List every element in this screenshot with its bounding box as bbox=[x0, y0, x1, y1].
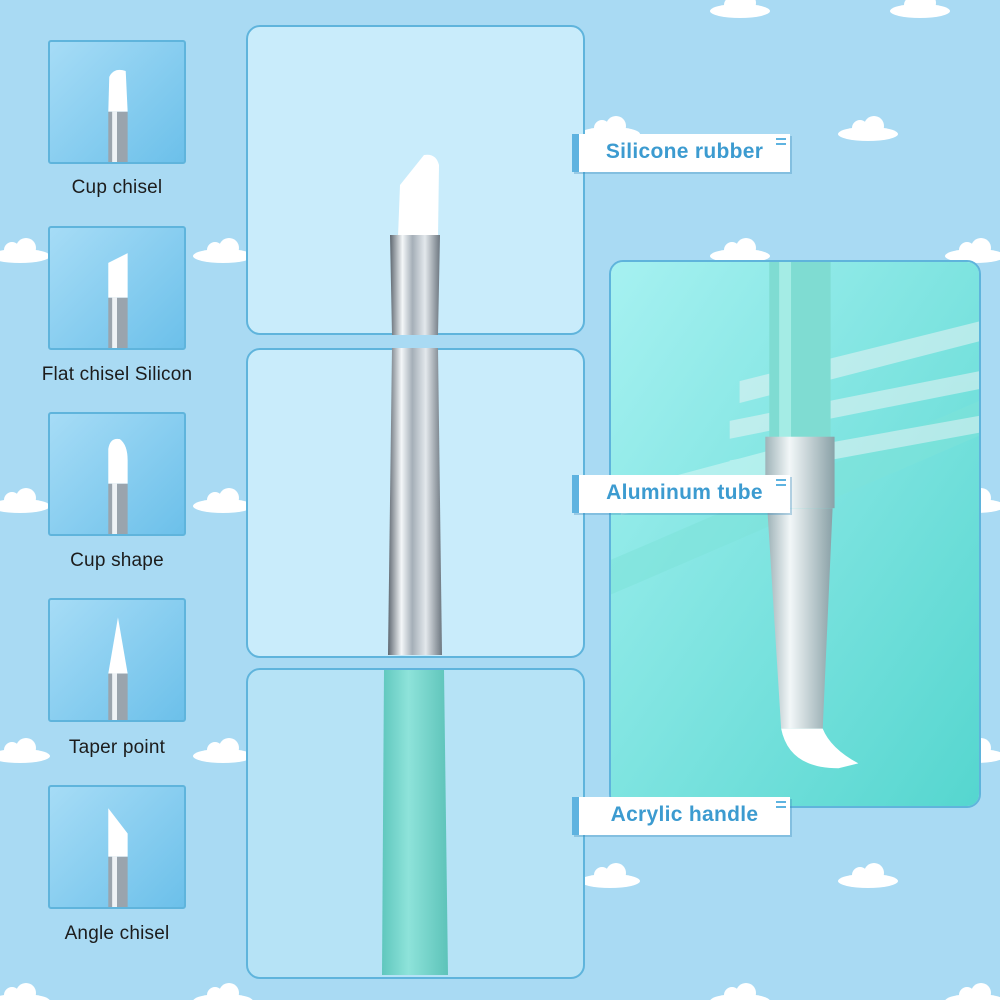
tip-label: Cup shape bbox=[70, 550, 164, 571]
tip-label: Cup chisel bbox=[71, 177, 163, 198]
label-text: Aluminum tube bbox=[606, 481, 763, 504]
flat-chisel-tip-icon bbox=[108, 253, 128, 348]
tip-thumbnail-angle-chisel bbox=[48, 785, 186, 909]
tip-thumbnail-cup-shape bbox=[48, 412, 186, 536]
angle-chisel-tip-icon bbox=[108, 808, 128, 907]
brush-set-photo bbox=[609, 260, 981, 808]
label-acrylic-handle: Acrylic handle bbox=[572, 797, 790, 835]
label-text: Acrylic handle bbox=[610, 803, 759, 826]
tip-thumbnail-flat-chisel bbox=[48, 226, 186, 350]
detail-panel-acrylic bbox=[246, 668, 585, 979]
detail-panel-silicone bbox=[246, 25, 585, 335]
label-aluminum-tube: Aluminum tube bbox=[572, 475, 790, 513]
tip-label: Angle chisel bbox=[64, 923, 170, 944]
tip-thumbnail-taper-point bbox=[48, 598, 186, 722]
cup-chisel-tip-icon bbox=[108, 69, 128, 162]
label-silicone-rubber: Silicone rubber bbox=[572, 134, 790, 172]
cup-shape-tip-icon bbox=[108, 438, 128, 534]
tip-thumbnail-cup-chisel bbox=[48, 40, 186, 164]
label-text: Silicone rubber bbox=[605, 140, 764, 163]
brush-set-photo-image bbox=[611, 262, 979, 806]
detail-panel-aluminum bbox=[246, 348, 585, 658]
tip-label: Taper point bbox=[68, 737, 166, 758]
tip-label: Flat chisel Silicon bbox=[41, 364, 193, 385]
taper-point-tip-icon bbox=[108, 617, 128, 720]
